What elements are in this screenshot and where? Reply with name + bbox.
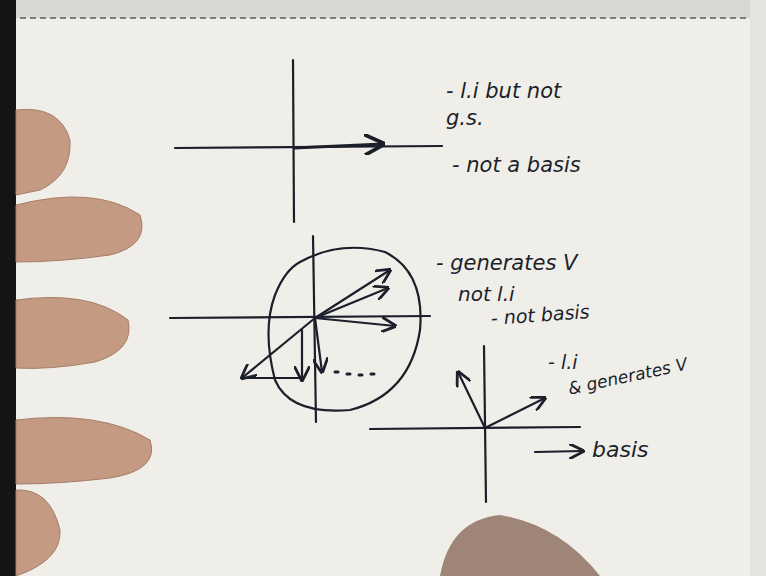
axis bbox=[370, 427, 580, 429]
vector bbox=[294, 144, 383, 148]
note-label: & generates V bbox=[566, 343, 737, 400]
paper-edge bbox=[0, 0, 766, 18]
note-label: - not a basis bbox=[452, 152, 632, 179]
arrow bbox=[535, 451, 583, 452]
paper-edge bbox=[0, 17, 766, 19]
note-label: basis bbox=[592, 436, 712, 465]
vector bbox=[242, 377, 302, 379]
frame-edge bbox=[0, 0, 16, 576]
dots bbox=[335, 372, 374, 375]
axis bbox=[170, 316, 430, 318]
vector bbox=[301, 330, 303, 380]
note-label: - not basis bbox=[490, 294, 661, 330]
hand bbox=[440, 515, 600, 576]
vector bbox=[315, 270, 390, 318]
axis bbox=[484, 346, 486, 502]
note-label: - l.i but not g.s. bbox=[446, 78, 566, 133]
vector bbox=[315, 288, 388, 318]
set-outline bbox=[269, 248, 421, 411]
vector bbox=[315, 318, 322, 372]
vector bbox=[458, 372, 485, 428]
note-label: - generates V bbox=[436, 250, 636, 277]
hand bbox=[16, 109, 152, 576]
axis bbox=[293, 60, 294, 222]
frame-edge bbox=[750, 0, 766, 576]
vector bbox=[315, 318, 395, 326]
vector bbox=[242, 318, 315, 378]
vector bbox=[485, 398, 545, 428]
